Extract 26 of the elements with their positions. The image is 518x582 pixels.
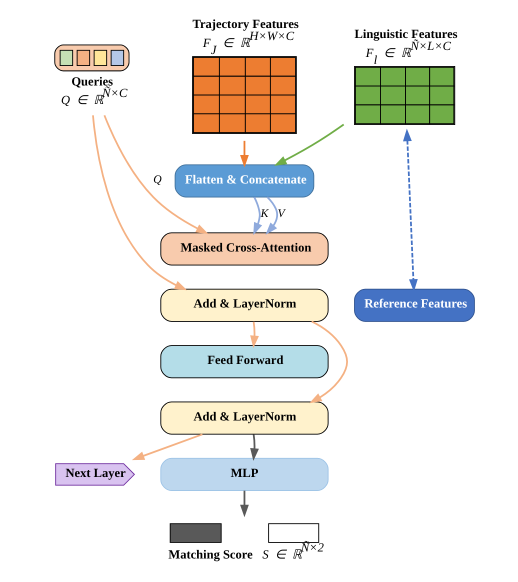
arrow [403,128,418,292]
arrow [240,140,249,168]
node-box: Reference Features [354,288,475,322]
node-box: Flatten & Concatenate [174,164,314,198]
node-label: Queries [71,74,114,88]
edge-label: K [260,207,268,220]
arrow [309,320,348,404]
arrow [240,490,249,518]
arrow [266,196,278,235]
edge-label: Q [153,173,162,186]
arrow [274,124,344,166]
arrow [253,196,262,236]
node-box: Masked Cross-Attention [160,232,329,266]
node-box: Add & LayerNorm [160,402,329,435]
arrow [132,433,203,460]
arrow [92,115,188,290]
arrow [104,114,208,234]
node-label: Trajectory Features [192,17,299,32]
node-box: Feed Forward [160,345,329,378]
arrow [250,322,259,348]
edge-label: V [278,207,285,220]
node-box: MLP [160,458,329,491]
node-label: Matching Score [168,548,253,562]
arrow [250,434,259,461]
node-box: Add & LayerNorm [160,288,329,322]
node-label: Linguistic Features [354,26,458,41]
